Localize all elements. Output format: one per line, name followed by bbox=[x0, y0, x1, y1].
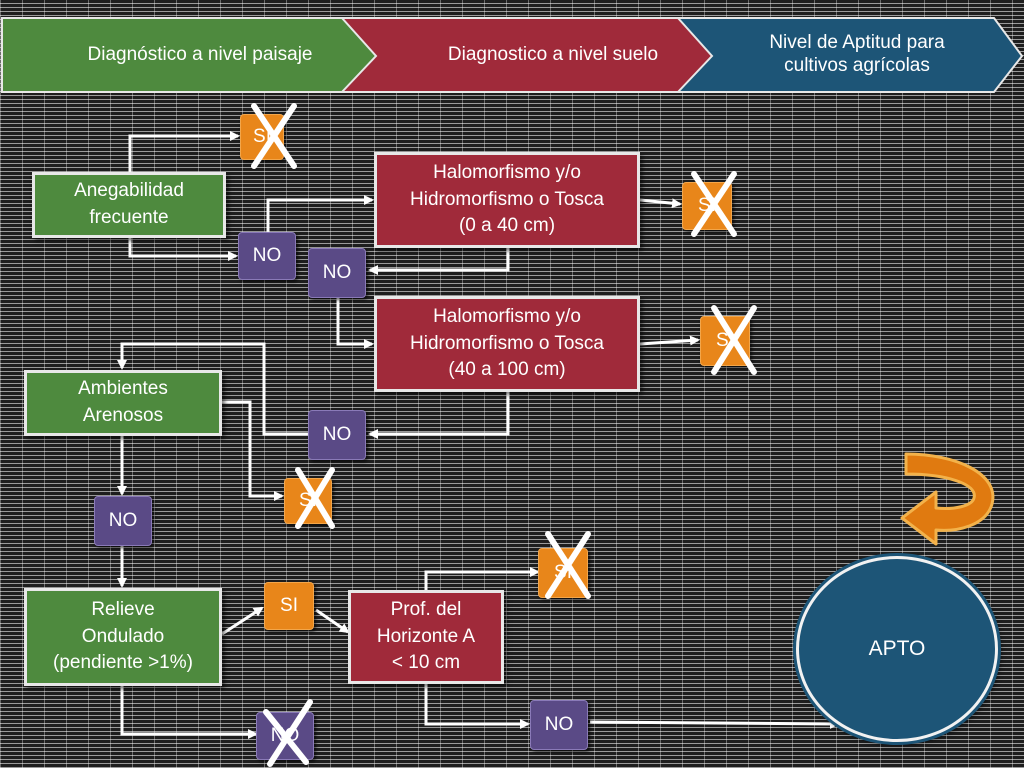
tag-no: NO bbox=[308, 410, 366, 460]
edge-halo2-no bbox=[368, 392, 510, 439]
edge-no-halo2 bbox=[336, 298, 374, 349]
cross-out-icon bbox=[295, 467, 335, 529]
banner-label-soil: Diagnostico a nivel suelo bbox=[447, 43, 659, 65]
edge-prof-si bbox=[424, 567, 540, 590]
edge-halo2-si bbox=[639, 335, 700, 346]
edge-no-apto bbox=[589, 718, 840, 729]
banner-label-aptitude: Nivel de Aptitud para cultivos agrícolas bbox=[769, 32, 945, 76]
tag-no: NO bbox=[94, 496, 152, 546]
edge-relieve-no bbox=[120, 686, 258, 739]
node-halomorfismo-0-40: Halomorfismo y/o Hidromorfismo o Tosca (… bbox=[374, 152, 640, 248]
edge-no-ambientes bbox=[117, 342, 308, 436]
tag-no: NO bbox=[530, 700, 588, 750]
header-banner bbox=[1, 17, 1024, 93]
edge-halo1-si bbox=[639, 198, 682, 209]
cross-out-icon bbox=[711, 305, 757, 375]
node-anegabilidad: Anegabilidad frecuente bbox=[32, 172, 226, 238]
cross-out-icon bbox=[545, 531, 591, 599]
node-apto: APTO bbox=[796, 556, 998, 742]
edge-prof-no bbox=[424, 682, 530, 729]
node-relieve-ondulado: Relieve Ondulado (pendiente >1%) bbox=[24, 588, 222, 686]
cross-out-icon bbox=[691, 171, 737, 237]
edge-no-halo1 bbox=[266, 195, 374, 232]
cross-out-icon bbox=[263, 699, 313, 767]
edge-ambientes-si bbox=[222, 400, 284, 501]
edge-halo1-no bbox=[368, 246, 510, 275]
tag-no: NO bbox=[308, 248, 366, 298]
edge-anegabilidad-no bbox=[128, 236, 238, 261]
edge-anegabilidad-si bbox=[128, 131, 240, 172]
banner-step-aptitude bbox=[675, 17, 1024, 93]
tag-si: SI bbox=[264, 582, 314, 630]
banner-label-landscape: Diagnóstico a nivel paisaje bbox=[87, 43, 313, 65]
node-halomorfismo-40-100: Halomorfismo y/o Hidromorfismo o Tosca (… bbox=[374, 296, 640, 392]
node-profundidad-horizonte-a: Prof. del Horizonte A < 10 cm bbox=[348, 590, 504, 684]
edge-si-prof bbox=[315, 608, 350, 634]
tag-no: NO bbox=[238, 232, 296, 280]
edge-relieve-si bbox=[221, 606, 264, 636]
cross-out-icon bbox=[251, 103, 297, 169]
curved-arrow-icon bbox=[900, 452, 995, 546]
node-ambientes-arenosos: Ambientes Arenosos bbox=[24, 370, 222, 436]
